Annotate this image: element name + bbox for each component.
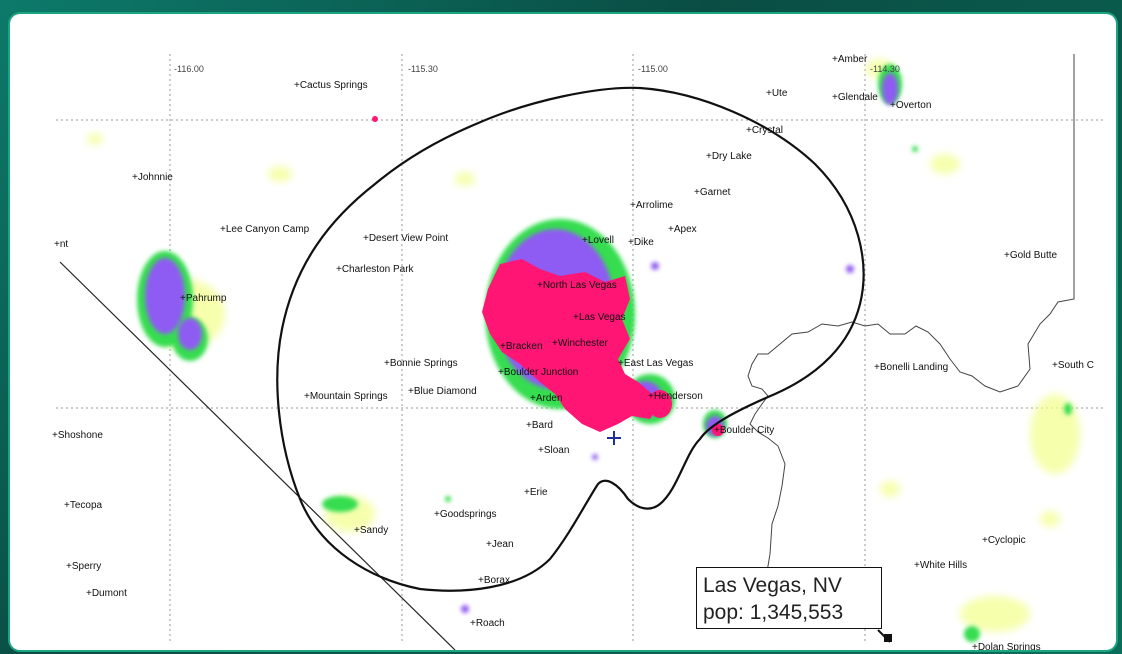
place-label[interactable]: +Johnnie — [132, 172, 173, 183]
map-view[interactable]: -116.00 -115.30 -115.00 -114.30 +Cactus … — [10, 14, 1116, 650]
lon-tick-1: -116.00 — [174, 64, 204, 74]
place-label[interactable]: +East Las Vegas — [618, 358, 694, 369]
place-label[interactable]: +Lovell — [582, 235, 614, 246]
place-label[interactable]: +Tecopa — [64, 500, 103, 511]
lon-tick-2: -115.30 — [408, 64, 438, 74]
place-label[interactable]: +Glendale — [832, 92, 878, 103]
place-label[interactable]: +Henderson — [648, 391, 703, 402]
place-label[interactable]: +Gold Butte — [1004, 250, 1058, 261]
lon-tick-4: -114.30 — [870, 64, 900, 74]
map-canvas[interactable] — [10, 14, 1116, 650]
place-label[interactable]: +Crystal — [746, 125, 783, 136]
place-label[interactable]: +Apex — [668, 224, 697, 235]
state-boundary-az — [747, 54, 1075, 585]
place-label[interactable]: +Pahrump — [180, 293, 227, 304]
place-label[interactable]: +White Hills — [914, 560, 968, 571]
city-callout[interactable]: Las Vegas, NV pop: 1,345,553 — [696, 567, 882, 629]
place-label[interactable]: +Sandy — [354, 525, 389, 536]
place-label[interactable]: +South C — [1052, 360, 1094, 371]
lon-tick-3: -115.00 — [638, 64, 668, 74]
grid-lines — [56, 54, 1106, 644]
place-label[interactable]: +Desert View Point — [363, 233, 449, 244]
state-boundary-ca — [59, 261, 456, 650]
place-label[interactable]: +Charleston Park — [336, 264, 414, 275]
place-label[interactable]: +North Las Vegas — [537, 280, 617, 291]
place-label[interactable]: +Dumont — [86, 588, 127, 599]
place-label[interactable]: +Roach — [470, 618, 505, 629]
place-label[interactable]: +Borax — [478, 575, 510, 586]
place-label[interactable]: +Sloan — [538, 445, 570, 456]
place-label[interactable]: +Dry Lake — [706, 151, 752, 162]
place-label[interactable]: +Jean — [486, 539, 514, 550]
place-label[interactable]: +Erie — [524, 487, 548, 498]
place-label[interactable]: +Bard — [526, 420, 553, 431]
place-label[interactable]: +Mountain Springs — [304, 391, 388, 402]
callout-city: Las Vegas, NV — [703, 574, 842, 597]
place-label[interactable]: +Winchester — [552, 338, 608, 349]
place-label[interactable]: +Sperry — [66, 561, 102, 572]
place-label[interactable]: +Lee Canyon Camp — [220, 224, 310, 235]
density-dense — [372, 116, 724, 436]
place-label[interactable]: +Arrolime — [630, 200, 674, 211]
place-label[interactable]: +Dike — [628, 237, 654, 248]
place-label[interactable]: +Blue Diamond — [408, 386, 477, 397]
place-label[interactable]: +Boulder Junction — [498, 367, 579, 378]
place-label[interactable]: +Shoshone — [52, 430, 103, 441]
place-label[interactable]: +Ute — [766, 88, 788, 99]
place-label[interactable]: +Bonnie Springs — [384, 358, 458, 369]
place-label[interactable]: +Boulder City — [714, 425, 775, 436]
callout-population: pop: 1,345,553 — [703, 601, 844, 624]
radius-boundary — [276, 86, 865, 592]
place-label[interactable]: +Bracken — [500, 341, 543, 352]
place-label[interactable]: +Overton — [890, 100, 932, 111]
place-label[interactable]: +Cyclopic — [982, 535, 1026, 546]
place-label[interactable]: +Dolan Springs — [972, 642, 1041, 650]
place-label[interactable]: +Bonelli Landing — [874, 362, 949, 373]
place-label[interactable]: +Goodsprings — [434, 509, 497, 520]
place-label[interactable]: +Cactus Springs — [294, 80, 368, 91]
callout-arrowhead — [884, 634, 892, 642]
place-label[interactable]: +Amber — [832, 54, 868, 65]
place-label[interactable]: +Arden — [530, 393, 563, 404]
place-label[interactable]: +nt — [54, 239, 69, 250]
center-marker — [607, 431, 621, 445]
place-label[interactable]: +Las Vegas — [573, 312, 626, 323]
place-label[interactable]: +Garnet — [694, 187, 731, 198]
